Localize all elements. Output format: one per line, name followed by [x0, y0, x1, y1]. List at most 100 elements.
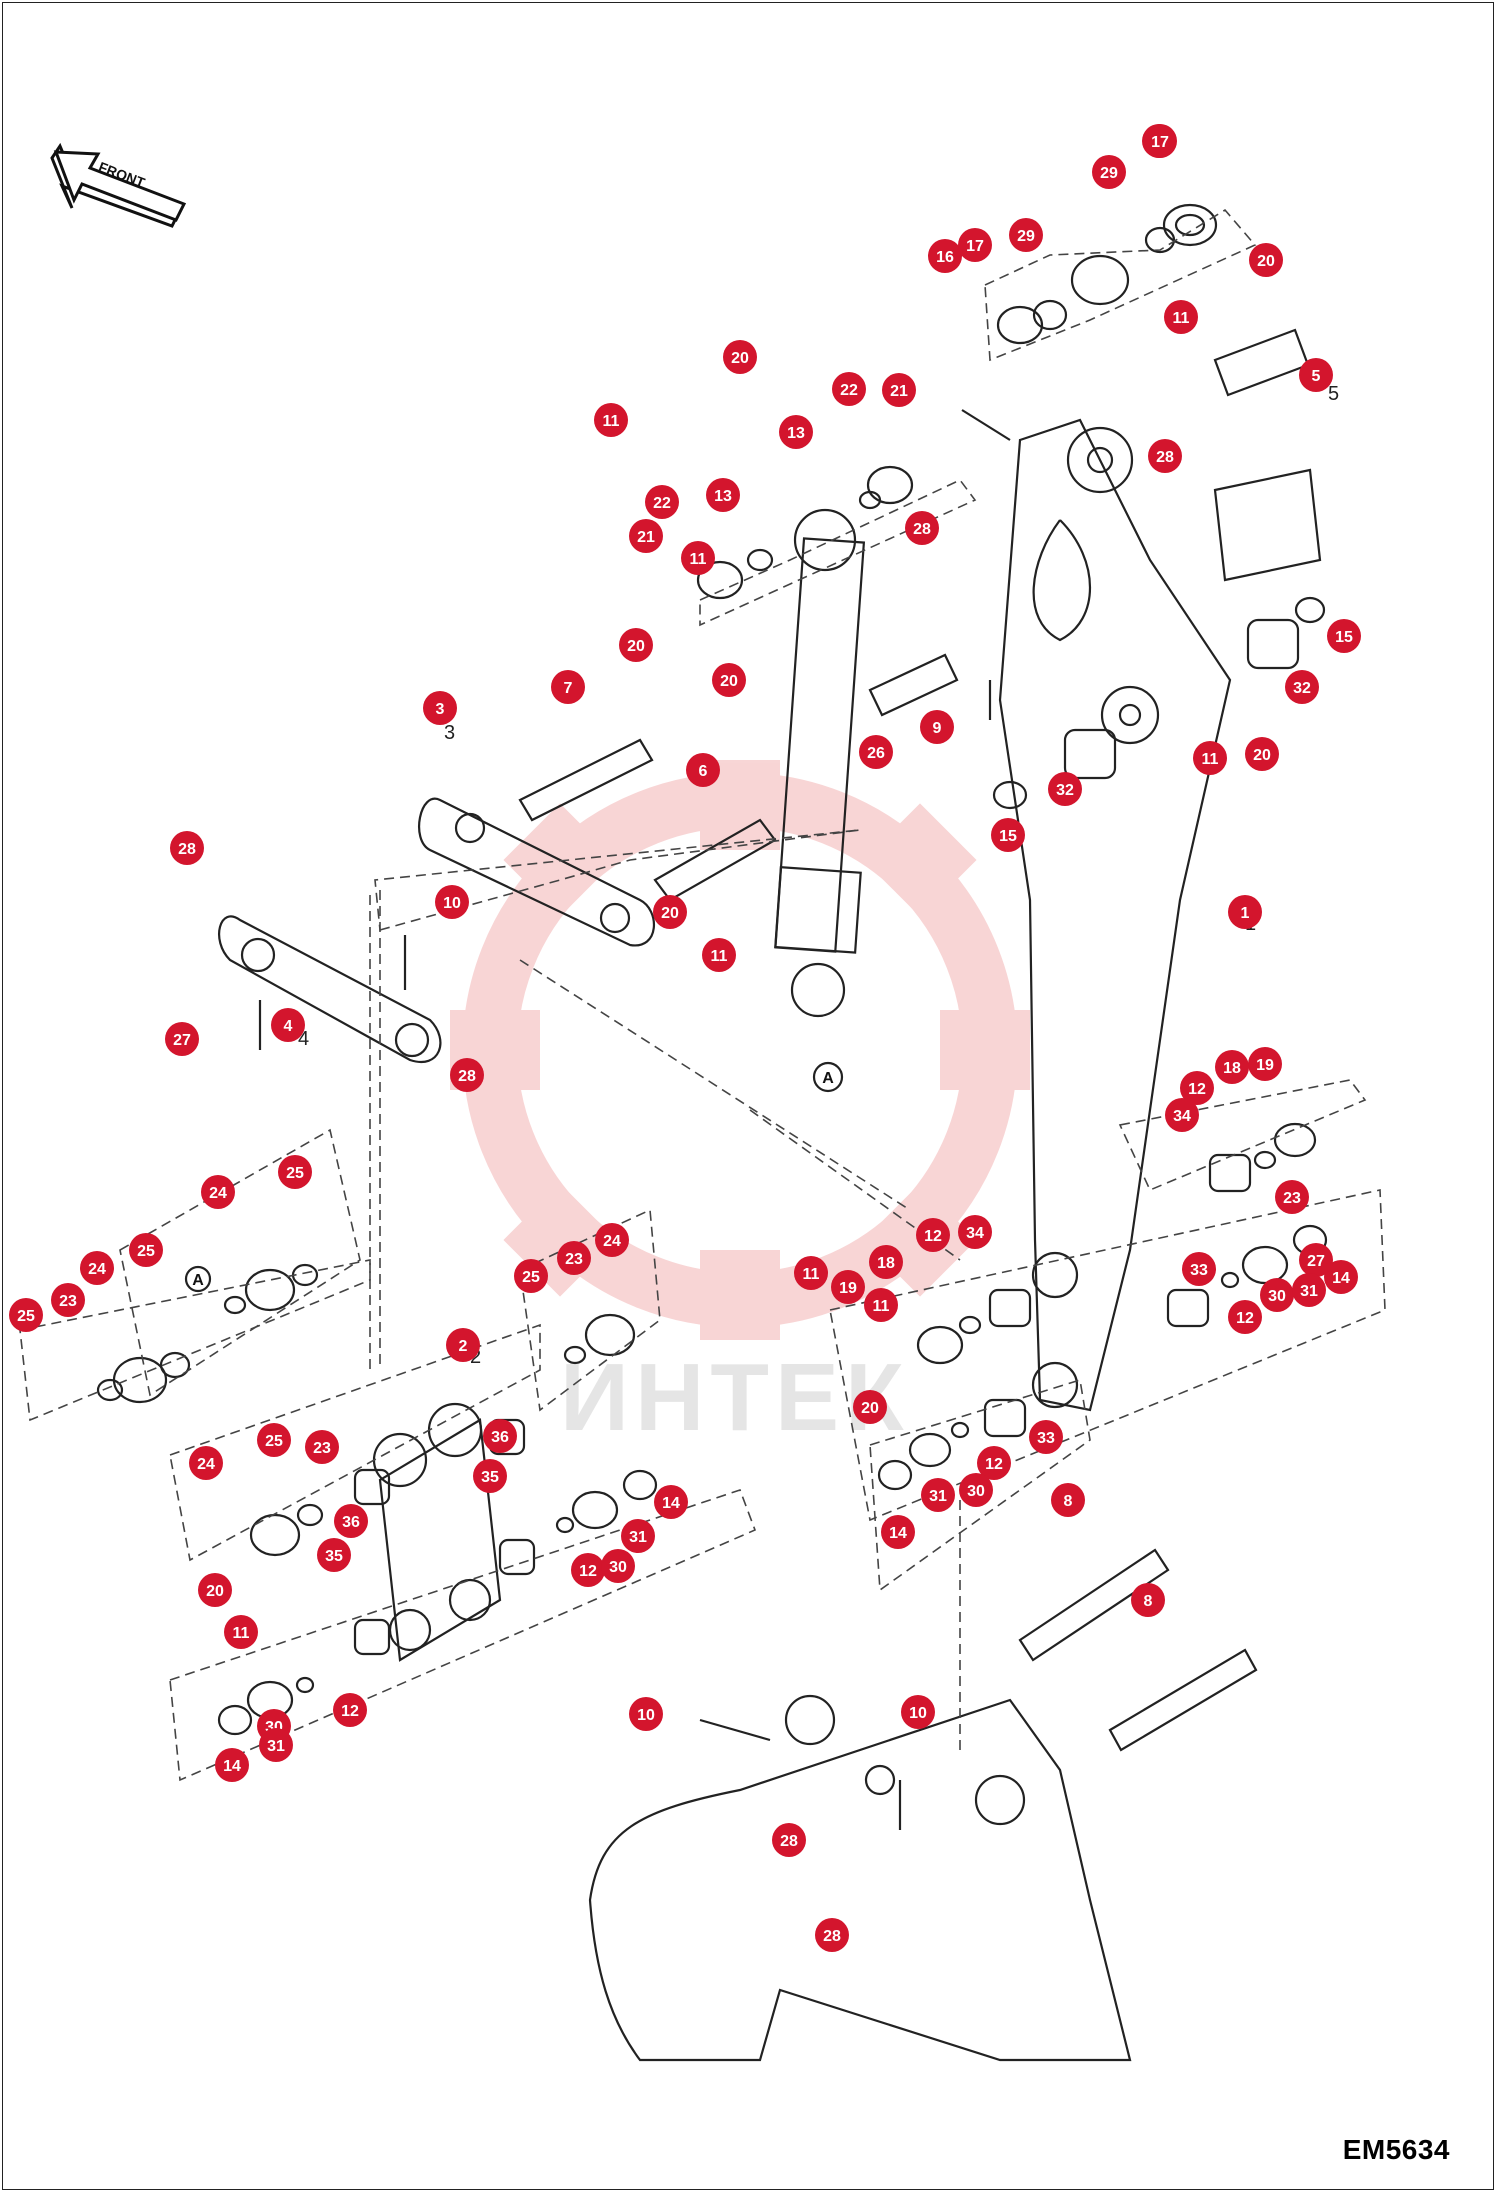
callout-circle: [1164, 300, 1198, 334]
detail-a-markers: A A: [192, 1070, 834, 1289]
detail-a-label: A: [822, 1070, 834, 1087]
plain-num: 2: [470, 1346, 481, 1368]
callout-circle: [1299, 358, 1333, 392]
callout-number: 26: [867, 745, 885, 762]
callout-number: 28: [913, 521, 931, 538]
callout-badge: 13: [779, 415, 813, 449]
front-arrow-icon: FRONT: [50, 142, 187, 228]
callout-circle: [1324, 1260, 1358, 1294]
callout-circle: [723, 340, 757, 374]
callout-number: 11: [1173, 310, 1190, 327]
callout-badge: 28: [905, 511, 939, 545]
callout-circle: [271, 1008, 305, 1042]
callout-number: 14: [662, 1495, 680, 1512]
callout-circle: [1248, 1047, 1282, 1081]
callout-badge: 22: [645, 485, 679, 519]
callout-circle: [1245, 737, 1279, 771]
callout-badge: 24: [595, 1223, 629, 1257]
callout-circle: [1299, 1243, 1333, 1277]
callout-circle: [1182, 1252, 1216, 1286]
callout-circle: [473, 1459, 507, 1493]
assembly-outlines: [19, 208, 1386, 1782]
callout-number: 23: [59, 1293, 77, 1310]
callout-number: 13: [787, 425, 805, 442]
callout-badge: 12: [333, 1693, 367, 1727]
callout-number: 25: [17, 1308, 35, 1325]
callout-number: 30: [967, 1483, 985, 1500]
callout-badge: 10: [629, 1697, 663, 1731]
bucket-cylinder: [774, 537, 866, 953]
callout-badge: 11: [594, 403, 628, 437]
callout-number: 20: [1253, 747, 1271, 764]
callout-number: 17: [1151, 134, 1169, 151]
callout-badge: 11: [864, 1288, 898, 1322]
callout-number: 10: [637, 1707, 655, 1724]
callout-badge: 12: [1228, 1300, 1262, 1334]
callout-number: 30: [1268, 1288, 1286, 1305]
callout-circle: [882, 373, 916, 407]
callout-badge: 14: [654, 1485, 688, 1519]
callout-circle: [831, 1270, 865, 1304]
callout-badge: 7: [551, 670, 585, 704]
pin-6: [653, 818, 777, 902]
callout-badge: 11: [1193, 741, 1227, 775]
callout-number: 18: [1223, 1060, 1241, 1077]
callout-number: 28: [823, 1928, 841, 1945]
callout-badge: 24: [201, 1175, 235, 1209]
callout-circle: [905, 511, 939, 545]
callout-circle: [958, 228, 992, 262]
callout-number: 11: [603, 413, 620, 430]
plain-num: 5: [1328, 383, 1339, 405]
callout-number: 12: [579, 1563, 597, 1580]
bushing-32: [1063, 728, 1117, 780]
callout-badge: 8: [1051, 1483, 1085, 1517]
callout-badge: 28: [772, 1823, 806, 1857]
callout-circle: [201, 1175, 235, 1209]
callout-number: 11: [873, 1298, 890, 1315]
callout-circle: [1029, 1420, 1063, 1454]
callout-number: 12: [985, 1456, 1003, 1473]
callout-circle: [551, 670, 585, 704]
callout-number: 23: [313, 1440, 331, 1457]
callout-badge: 27: [165, 1022, 199, 1056]
callout-number: 25: [522, 1269, 540, 1286]
callout-circle: [869, 1245, 903, 1279]
seal-rings: [96, 203, 1328, 1736]
callout-number: 31: [629, 1529, 647, 1546]
callout-number: 27: [173, 1032, 191, 1049]
callout-circle: [446, 1328, 480, 1362]
callout-badge: 15: [1327, 619, 1361, 653]
callout-number: 31: [1300, 1283, 1318, 1300]
pin-5: [1213, 328, 1310, 397]
callout-circle: [1285, 670, 1319, 704]
callout-number: 34: [1173, 1108, 1191, 1125]
callout-badge: 32: [1285, 670, 1319, 704]
callout-circle: [450, 1058, 484, 1092]
callout-badge: 14: [215, 1748, 249, 1782]
drawing-code: EM5634: [1342, 2134, 1450, 2165]
callout-number: 21: [637, 529, 655, 546]
callout-circle: [483, 1419, 517, 1453]
callout-number: 28: [458, 1068, 476, 1085]
callout-number: 28: [1156, 449, 1174, 466]
bolt-27: [961, 409, 1011, 441]
callout-badge: 31: [621, 1519, 655, 1553]
callout-badge: 35: [317, 1538, 351, 1572]
callout-circle: [514, 1259, 548, 1293]
callout-badge: 6: [686, 753, 720, 787]
callout-circle: [80, 1251, 114, 1285]
callout-number: 36: [342, 1514, 360, 1531]
callout-circle: [1292, 1273, 1326, 1307]
callout-circle: [224, 1615, 258, 1649]
callout-number: 12: [341, 1703, 359, 1720]
callout-badge: 32: [1048, 772, 1082, 806]
callout-number: 27: [1307, 1253, 1325, 1270]
callout-circle: [1131, 1583, 1165, 1617]
callout-circle: [1228, 1300, 1262, 1334]
callout-circle: [794, 1256, 828, 1290]
callout-number: 18: [877, 1255, 895, 1272]
callout-circle: [1215, 1050, 1249, 1084]
callout-circle: [654, 1485, 688, 1519]
callout-badge: 35: [473, 1459, 507, 1493]
